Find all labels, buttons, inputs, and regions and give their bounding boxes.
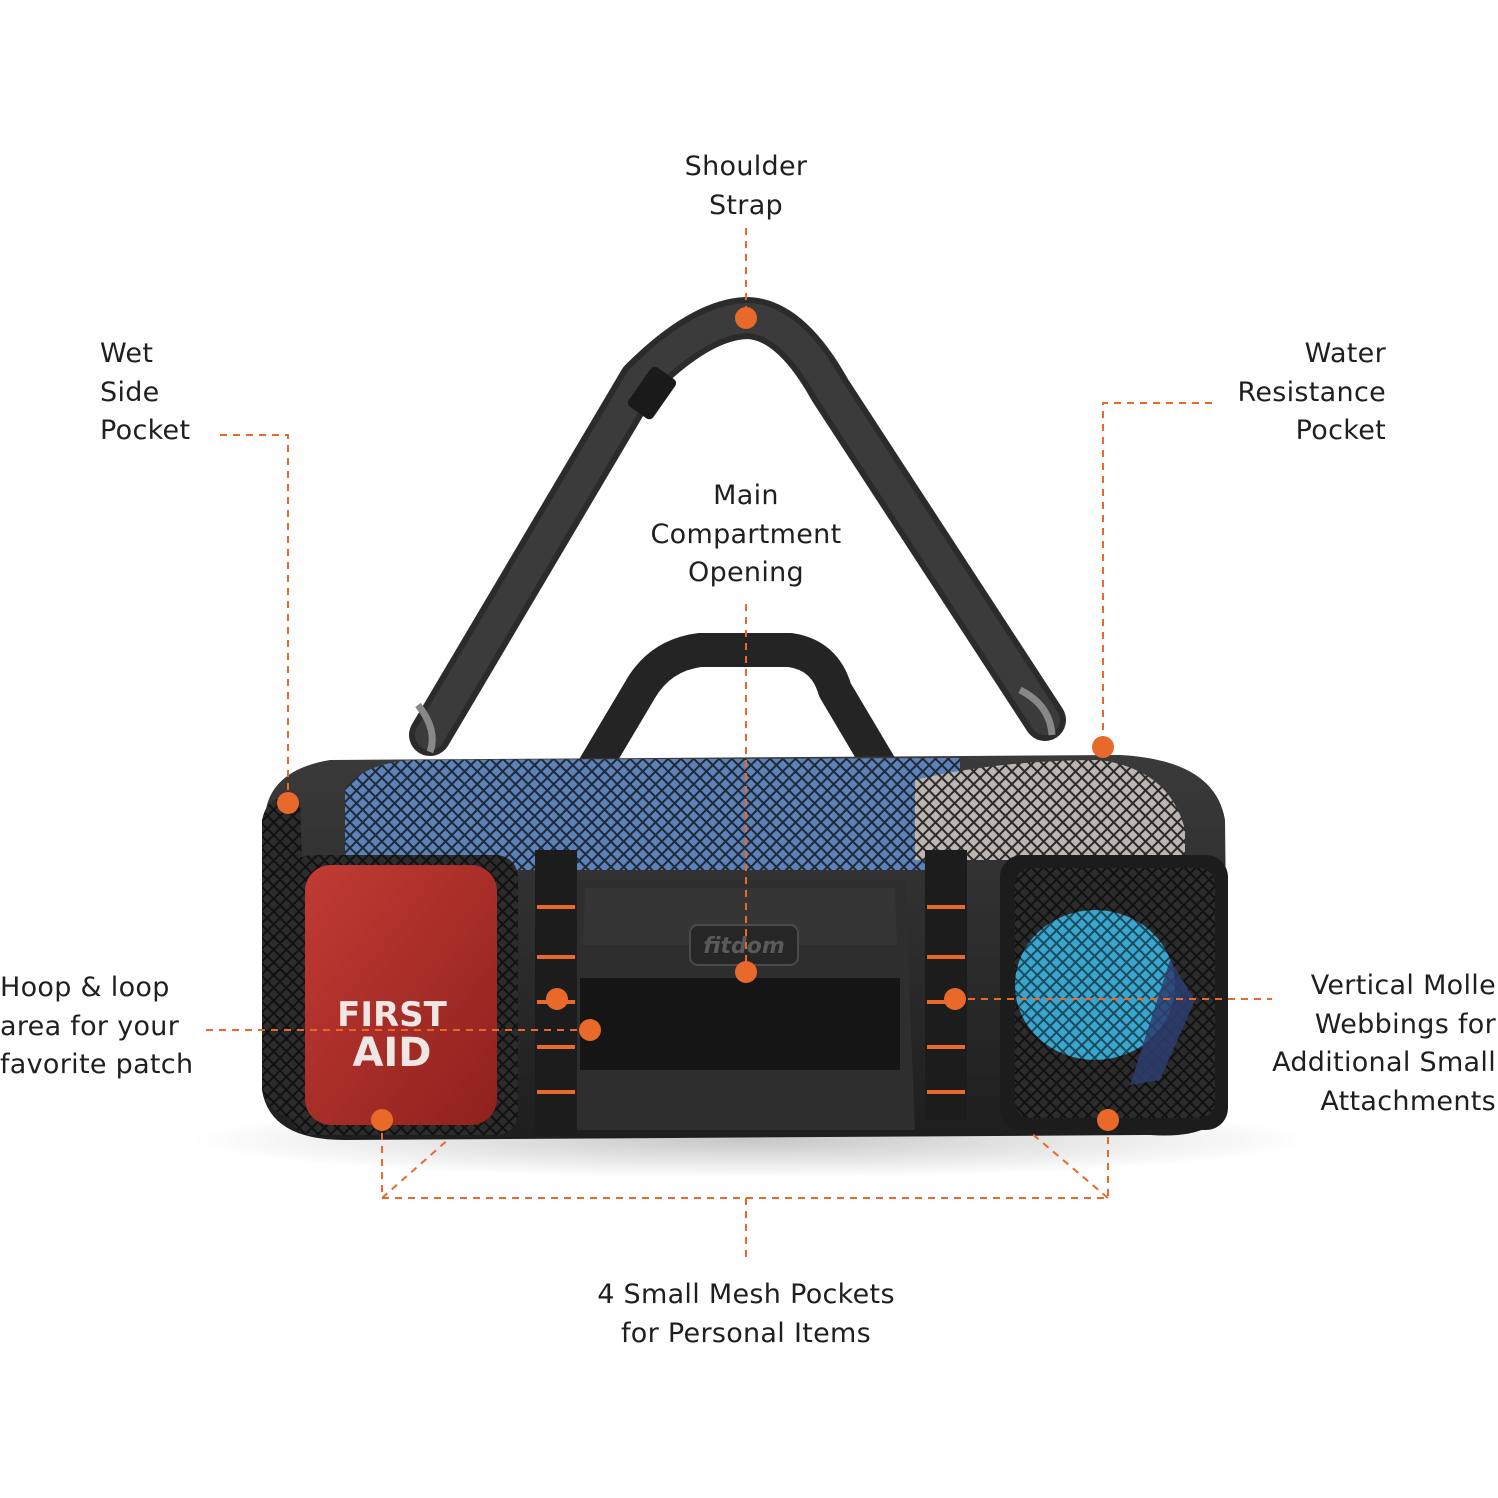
callout-line: Wet	[100, 338, 154, 369]
dot-mesh-pocket-right	[1097, 1109, 1119, 1131]
callout-line: Shoulder	[684, 151, 808, 182]
callout-mesh-pockets: 4 Small Mesh Pockets for Personal Items	[546, 1276, 946, 1353]
callout-wet-side-pocket: Wet Side Pocket	[100, 335, 300, 451]
callout-line: for Personal Items	[621, 1317, 871, 1349]
leader-wet-side-pocket	[220, 434, 289, 803]
brand-logo-text: fitdom	[703, 934, 785, 959]
blue-bath-sponge	[1015, 910, 1175, 1060]
water-resistance-pocket-mesh	[915, 760, 1185, 860]
dot-main-compartment	[735, 961, 757, 983]
left-hook	[415, 702, 436, 754]
callout-line: area for your	[0, 1010, 180, 1042]
callout-line: Compartment	[650, 518, 842, 550]
molle-webbing-right	[925, 850, 967, 1120]
callout-line: favorite patch	[0, 1049, 194, 1080]
callout-line: Pocket	[100, 415, 191, 446]
hook-and-loop-panel	[580, 978, 900, 1070]
callout-main-compartment: Main Compartment Opening	[606, 477, 886, 593]
callout-line: Attachments	[1320, 1085, 1496, 1117]
callout-line: Hoop & loop	[0, 972, 170, 1003]
main-compartment-mesh	[345, 758, 960, 870]
callout-line: 4 Small Mesh Pockets	[597, 1279, 895, 1310]
callout-water-resistance-pocket: Water Resistance Pocket	[1136, 335, 1386, 451]
dot-water-resistance-pocket	[1092, 736, 1114, 758]
dot-mesh-pocket-left	[371, 1109, 393, 1131]
dot-shoulder-strap	[735, 307, 757, 329]
callout-line: Pocket	[1295, 415, 1386, 446]
leader-mesh-pockets-bracket	[381, 1120, 1109, 1199]
callout-line: Side	[100, 376, 160, 408]
callout-line: Main	[713, 480, 779, 511]
callout-line: Water	[1304, 338, 1386, 369]
strap-adjuster	[627, 366, 677, 420]
dot-molle-left	[546, 988, 568, 1010]
callout-line: Vertical Molle	[1310, 970, 1496, 1001]
leader-water-resistance-pocket	[1102, 402, 1212, 747]
dot-wet-side-pocket	[277, 792, 299, 814]
kit-text-line-1: FIRST	[337, 995, 448, 1035]
callout-line: Strap	[708, 189, 783, 221]
dot-molle-right	[944, 988, 966, 1010]
callout-vertical-molle: Vertical Molle Webbings for Additional S…	[1218, 967, 1496, 1121]
callout-line: Additional Small	[1272, 1047, 1496, 1078]
callout-line: Resistance	[1237, 376, 1386, 408]
dot-hoop-loop	[579, 1019, 601, 1041]
callout-hoop-loop: Hoop & loop area for your favorite patch	[0, 969, 230, 1085]
kit-text-line-2: AID	[352, 1030, 431, 1076]
callout-line: Opening	[688, 557, 804, 588]
first-aid-kit	[305, 865, 497, 1125]
callout-shoulder-strap: Shoulder Strap	[646, 148, 846, 225]
right-hook	[1018, 686, 1056, 736]
callout-line: Webbings for	[1314, 1008, 1496, 1040]
